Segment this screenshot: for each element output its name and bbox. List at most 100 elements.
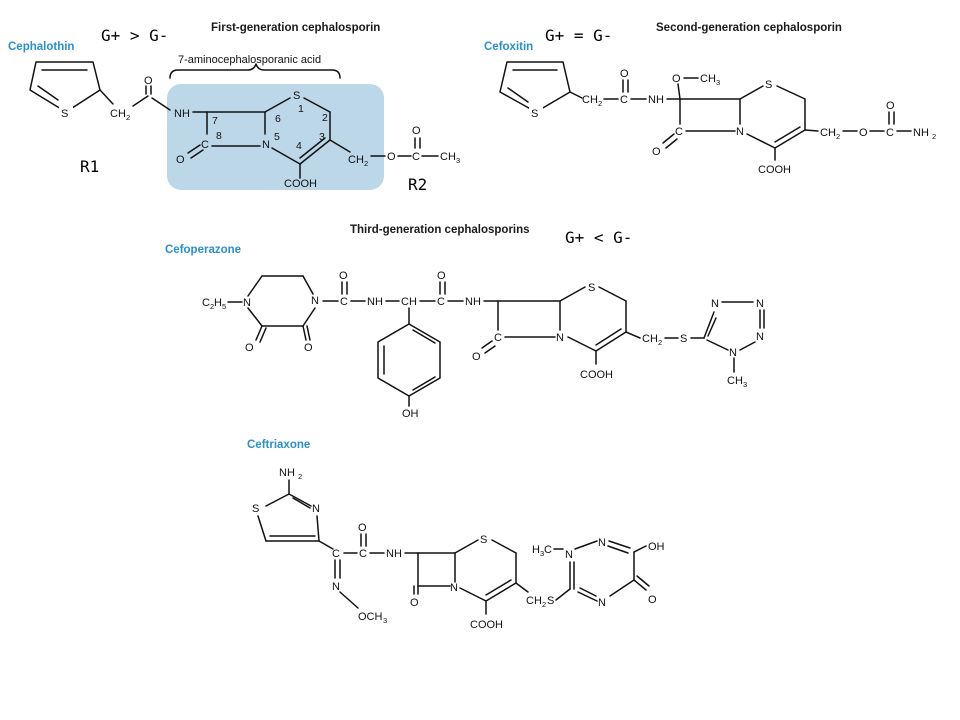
third-gen-heading: Third-generation cephalosporins: [350, 224, 530, 236]
svg-text:5: 5: [274, 131, 280, 143]
svg-text:2: 2: [542, 600, 546, 609]
svg-text:S: S: [293, 90, 300, 102]
svg-text:2: 2: [598, 99, 602, 108]
svg-text:O: O: [412, 125, 421, 137]
cefoxitin-name: Cefoxitin: [484, 41, 533, 53]
first-gen-heading: First-generation cephalosporin: [211, 22, 380, 34]
svg-text:S: S: [588, 282, 595, 294]
svg-text:N: N: [598, 537, 606, 549]
svg-text:C: C: [544, 544, 552, 556]
svg-text:N: N: [262, 139, 270, 151]
svg-text:O: O: [672, 73, 681, 85]
svg-text:CH: CH: [582, 94, 598, 106]
aca-brace: [169, 63, 341, 79]
svg-text:O: O: [859, 127, 868, 139]
svg-text:N: N: [756, 331, 764, 343]
svg-text:CH: CH: [348, 154, 364, 166]
svg-text:CH: CH: [401, 296, 417, 308]
svg-text:N: N: [556, 332, 564, 344]
svg-text:2: 2: [658, 338, 662, 347]
svg-text:OH: OH: [402, 408, 419, 420]
svg-text:2: 2: [210, 302, 214, 311]
svg-text:O: O: [437, 270, 446, 282]
svg-text:N: N: [711, 298, 719, 310]
svg-text:N: N: [729, 347, 737, 359]
svg-text:NH: NH: [386, 548, 402, 560]
svg-text:C: C: [886, 127, 894, 139]
svg-text:N: N: [756, 298, 764, 310]
svg-text:CH: CH: [110, 108, 126, 120]
svg-text:2: 2: [126, 113, 130, 122]
svg-text:N: N: [243, 297, 251, 309]
svg-text:O: O: [652, 146, 661, 158]
svg-text:H: H: [214, 297, 222, 309]
svg-text:O: O: [245, 342, 254, 354]
svg-text:3: 3: [743, 380, 747, 389]
svg-text:COOH: COOH: [284, 178, 317, 190]
r2-label: R2: [408, 175, 427, 194]
svg-text:C: C: [340, 296, 348, 308]
svg-text:CH: CH: [820, 127, 836, 139]
svg-text:3: 3: [456, 156, 460, 165]
svg-text:O: O: [410, 597, 419, 609]
svg-text:O: O: [648, 594, 657, 606]
phenol-ring: [377, 323, 441, 397]
svg-text:2: 2: [298, 472, 302, 481]
svg-text:COOH: COOH: [580, 369, 613, 381]
svg-text:2: 2: [932, 132, 936, 141]
svg-text:3: 3: [319, 131, 325, 143]
svg-text:S: S: [680, 333, 687, 345]
svg-text:N: N: [450, 582, 458, 594]
svg-text:S: S: [252, 503, 259, 515]
svg-text:C: C: [201, 139, 209, 151]
svg-text:1: 1: [298, 103, 304, 115]
svg-text:2: 2: [836, 132, 840, 141]
thiophene-ring: [499, 61, 571, 113]
svg-text:COOH: COOH: [758, 164, 791, 176]
cefoperazone-name: Cefoperazone: [165, 244, 241, 256]
svg-text:3: 3: [716, 78, 720, 87]
svg-text:C: C: [437, 296, 445, 308]
svg-text:3: 3: [540, 549, 544, 558]
gen1-spectrum-note: G+ > G-: [101, 26, 168, 45]
svg-text:O: O: [176, 154, 185, 166]
svg-text:CH: CH: [642, 333, 658, 345]
gen3-spectrum-note: G+ < G-: [565, 228, 632, 247]
svg-text:N: N: [736, 126, 744, 138]
svg-text:O: O: [620, 68, 629, 80]
svg-text:O: O: [387, 151, 396, 163]
svg-text:7: 7: [212, 115, 218, 127]
svg-text:CH: CH: [440, 151, 456, 163]
svg-text:2: 2: [364, 159, 368, 168]
svg-text:S: S: [61, 108, 68, 120]
gen2-spectrum-note: G+ = G-: [545, 26, 612, 45]
svg-text:O: O: [358, 522, 367, 534]
svg-text:H: H: [532, 544, 540, 556]
svg-text:4: 4: [296, 140, 302, 152]
svg-text:N: N: [565, 549, 573, 561]
cephalothin-name: Cephalothin: [8, 41, 74, 53]
svg-text:N: N: [311, 295, 319, 307]
svg-text:C: C: [675, 126, 683, 138]
svg-text:COOH: COOH: [470, 619, 503, 631]
svg-text:O: O: [304, 342, 313, 354]
svg-text:6: 6: [275, 113, 281, 125]
svg-text:NH: NH: [367, 296, 383, 308]
svg-text:NH: NH: [913, 127, 929, 139]
thiophene-ring: [29, 61, 101, 113]
svg-text:C: C: [332, 548, 340, 560]
svg-text:C: C: [412, 151, 420, 163]
svg-text:CH: CH: [526, 595, 542, 607]
svg-text:OCH: OCH: [358, 611, 383, 623]
svg-text:CH: CH: [727, 375, 743, 387]
svg-text:NH: NH: [648, 94, 664, 106]
svg-text:NH: NH: [174, 108, 190, 120]
svg-text:5: 5: [222, 302, 226, 311]
svg-text:O: O: [144, 75, 153, 87]
aca-label: 7-aminocephalosporanic acid: [178, 54, 321, 66]
